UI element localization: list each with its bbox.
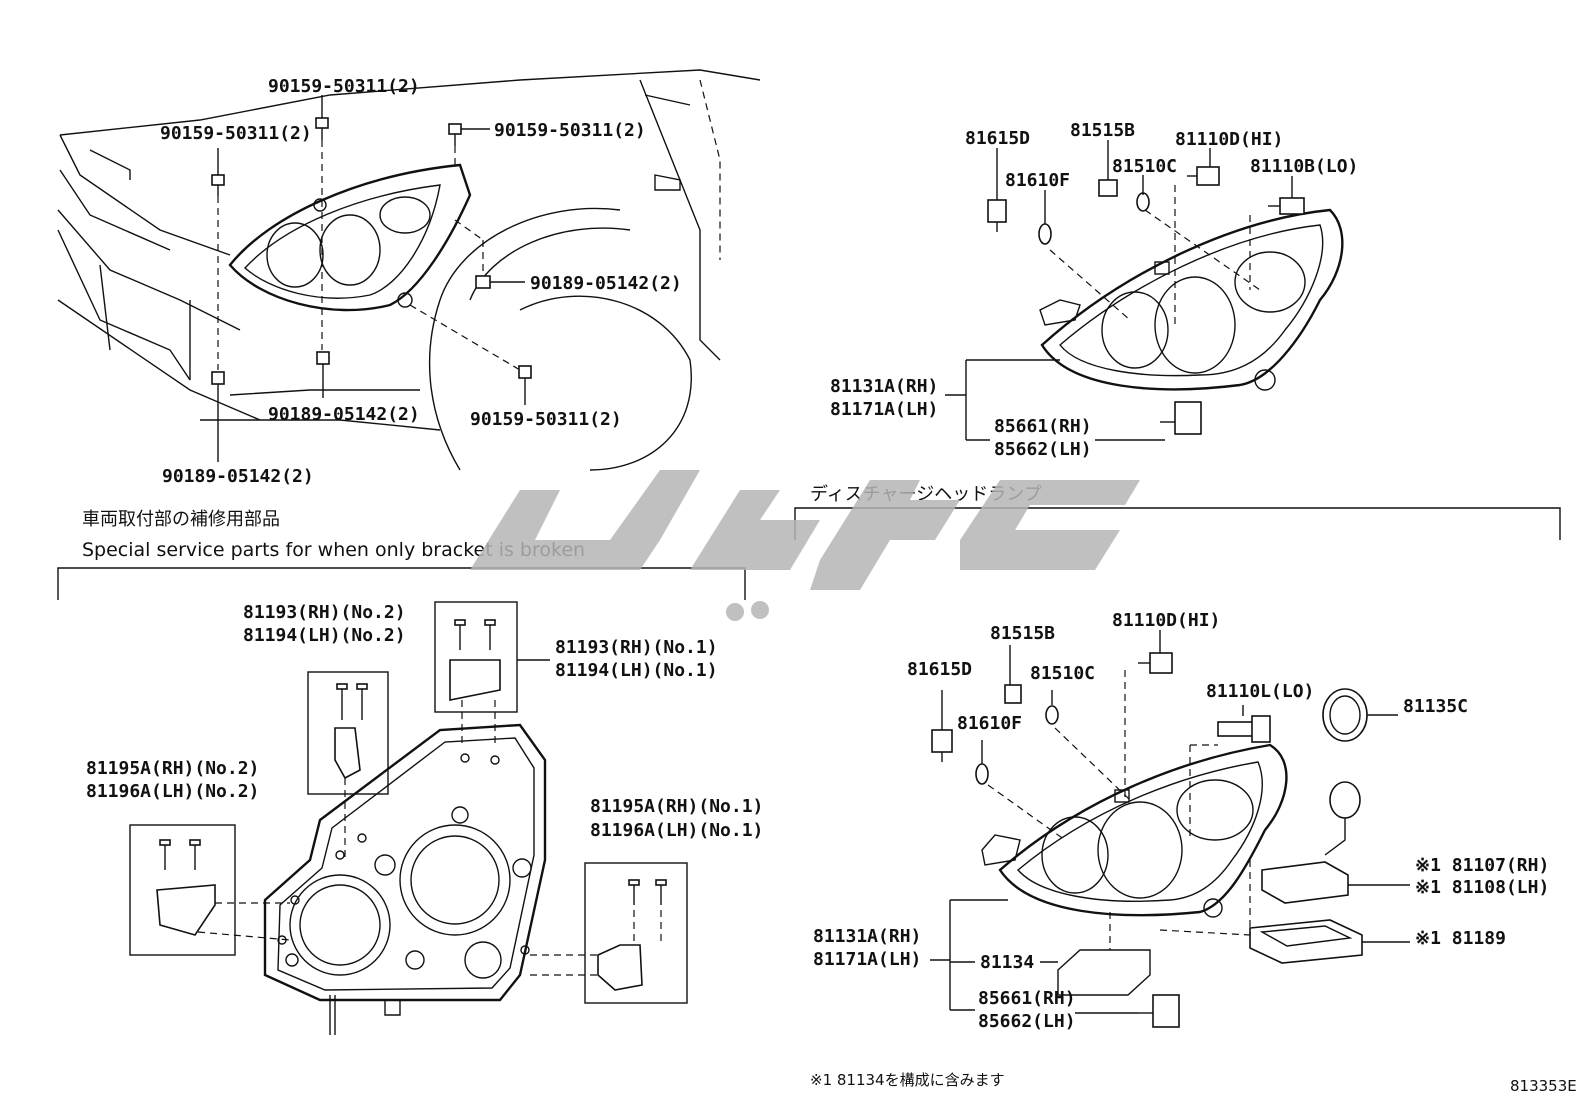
part-label: 81171A(LH) bbox=[813, 949, 921, 970]
watermark-logo bbox=[470, 470, 1140, 621]
bulb-socket-icon bbox=[1004, 684, 1022, 704]
part-label: 90189-05142(2) bbox=[162, 466, 314, 487]
part-label: 81110D(HI) bbox=[1112, 610, 1220, 631]
headlamp-rear-housing bbox=[263, 723, 547, 1035]
section-title-en: Special service parts for when only brac… bbox=[82, 539, 585, 561]
bolt-icon bbox=[315, 117, 329, 140]
part-label: 90159-50311(2) bbox=[268, 76, 420, 97]
part-label: 90159-50311(2) bbox=[494, 120, 646, 141]
bracket-kit-no2-upper bbox=[307, 671, 389, 860]
hid-bulb-icon bbox=[1138, 652, 1173, 674]
part-label: 90159-50311(2) bbox=[160, 123, 312, 144]
bulb-socket-icon bbox=[987, 199, 1007, 232]
part-label: 81515B bbox=[990, 623, 1055, 644]
part-label: 81195A(RH)(No.2) bbox=[86, 758, 259, 779]
diagram-code: 813353E bbox=[1510, 1077, 1577, 1095]
part-label: ※1 81107(RH) bbox=[1415, 855, 1549, 876]
section-title-jp: 車両取付部の補修用部品 bbox=[82, 509, 280, 530]
bolt-icon bbox=[518, 365, 532, 379]
gasket-icon bbox=[1057, 949, 1151, 996]
ballast-icon bbox=[1261, 861, 1349, 904]
leveling-motor-icon bbox=[1138, 994, 1180, 1028]
bracket-kit-no2-side bbox=[129, 824, 291, 956]
part-label: 90189-05142(2) bbox=[530, 273, 682, 294]
part-label: 81110D(HI) bbox=[1175, 129, 1283, 150]
part-label: 81610F bbox=[957, 713, 1022, 734]
nut-icon bbox=[475, 275, 491, 289]
bulb-icon bbox=[1268, 197, 1305, 215]
part-label: 81610F bbox=[1005, 170, 1070, 191]
igniter-icon bbox=[1324, 781, 1361, 856]
part-label: 81131A(RH) bbox=[813, 926, 921, 947]
part-label: 81615D bbox=[965, 128, 1030, 149]
part-label: ※1 81189 bbox=[1415, 928, 1506, 949]
nut-icon bbox=[211, 371, 225, 385]
bracket-kit-no1-side bbox=[530, 862, 688, 1004]
bulb-icon bbox=[1038, 223, 1052, 245]
part-label: 81510C bbox=[1030, 663, 1095, 684]
part-label: 85661(RH) bbox=[994, 416, 1092, 437]
part-label: 81110B(LO) bbox=[1250, 156, 1358, 177]
bulb-icon bbox=[1187, 166, 1220, 186]
part-label: 81135C bbox=[1403, 696, 1468, 717]
hid-bulb-icon bbox=[1217, 715, 1271, 743]
bulb-icon bbox=[1045, 705, 1059, 725]
bolt-icon bbox=[448, 123, 462, 146]
part-label: 85661(RH) bbox=[978, 988, 1076, 1009]
bulb-socket-icon bbox=[1098, 179, 1118, 197]
bulb-icon bbox=[975, 763, 989, 785]
part-label: 81194(LH)(No.2) bbox=[243, 625, 406, 646]
section-bracket bbox=[57, 567, 746, 600]
leveling-motor-icon bbox=[1160, 401, 1202, 435]
bulb-icon bbox=[1136, 192, 1150, 212]
part-label: 81515B bbox=[1070, 120, 1135, 141]
part-label: 90189-05142(2) bbox=[268, 404, 420, 425]
ballast-bracket-icon bbox=[1249, 919, 1363, 964]
part-label: 81193(RH)(No.1) bbox=[555, 637, 718, 658]
part-label: 81194(LH)(No.1) bbox=[555, 660, 718, 681]
part-label: ※1 81108(LH) bbox=[1415, 877, 1549, 898]
part-label: 81171A(LH) bbox=[830, 399, 938, 420]
vehicle-front-view bbox=[57, 69, 761, 471]
part-label: 81196A(LH)(No.1) bbox=[590, 820, 763, 841]
part-label: 85662(LH) bbox=[978, 1011, 1076, 1032]
part-label: 81510C bbox=[1112, 156, 1177, 177]
part-label: 90159-50311(2) bbox=[470, 409, 622, 430]
part-label: 81131A(RH) bbox=[830, 376, 938, 397]
headlamp-assembly-standard bbox=[945, 140, 1344, 441]
part-label: 81134 bbox=[980, 952, 1034, 973]
part-label: 81110L(LO) bbox=[1206, 681, 1314, 702]
bracket-kit-no1-upper bbox=[434, 601, 550, 745]
bolt-icon bbox=[211, 174, 225, 196]
nut-icon bbox=[316, 351, 330, 365]
headlamp-assembly-discharge bbox=[930, 630, 1410, 1028]
part-label: 85662(LH) bbox=[994, 439, 1092, 460]
part-label: 81193(RH)(No.2) bbox=[243, 602, 406, 623]
cap-icon bbox=[1322, 688, 1368, 742]
bulb-socket-icon bbox=[931, 729, 953, 762]
part-label: 81195A(RH)(No.1) bbox=[590, 796, 763, 817]
footnote: ※1 81134を構成に含みます bbox=[810, 1071, 1005, 1089]
part-label: 81615D bbox=[907, 659, 972, 680]
part-label: 81196A(LH)(No.2) bbox=[86, 781, 259, 802]
